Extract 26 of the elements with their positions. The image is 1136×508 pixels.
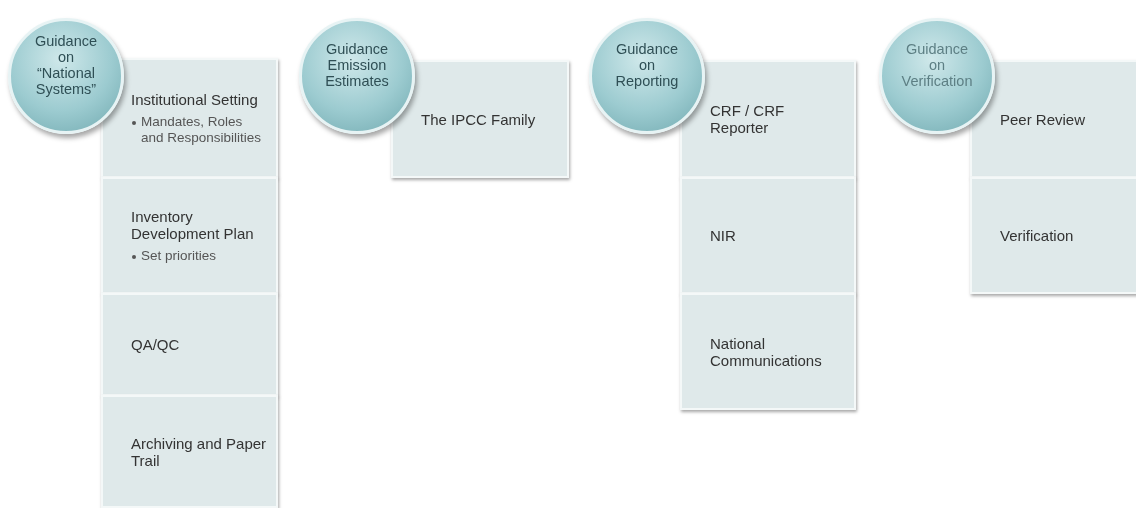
item-box bbox=[680, 293, 856, 410]
item-box bbox=[391, 60, 569, 178]
item-title: QA/QC bbox=[131, 336, 181, 353]
item-box bbox=[970, 60, 1136, 178]
item-box bbox=[680, 177, 856, 294]
item-title: Archiving and Paper Trail bbox=[131, 434, 268, 469]
item-box bbox=[101, 58, 278, 178]
item-title: Institutional Setting bbox=[131, 90, 259, 108]
item-title: Peer Review bbox=[1000, 110, 1087, 128]
item-box bbox=[101, 395, 278, 508]
category-title: Guidance on Verification bbox=[900, 41, 974, 89]
item-box bbox=[680, 60, 856, 178]
item-box bbox=[101, 293, 278, 396]
item-title: National Communications bbox=[710, 334, 823, 369]
category-title: Guidance on Reporting bbox=[614, 41, 680, 89]
bullet-text: Mandates, Roles and Responsibilities bbox=[131, 113, 268, 146]
bullet-text: Set priorities bbox=[131, 247, 268, 264]
item-box bbox=[101, 177, 278, 294]
item-title: The IPCC Family bbox=[421, 110, 537, 128]
item-title: NIR bbox=[710, 227, 737, 244]
item-title: CRF / CRF Reporter bbox=[710, 102, 786, 136]
category-title: Guidance Emission Estimates bbox=[324, 41, 390, 89]
item-box bbox=[970, 177, 1136, 294]
item-title: Verification bbox=[1000, 227, 1075, 244]
item-title: Inventory Development Plan bbox=[131, 207, 255, 242]
category-title: Guidance on “National Systems” bbox=[33, 33, 99, 97]
